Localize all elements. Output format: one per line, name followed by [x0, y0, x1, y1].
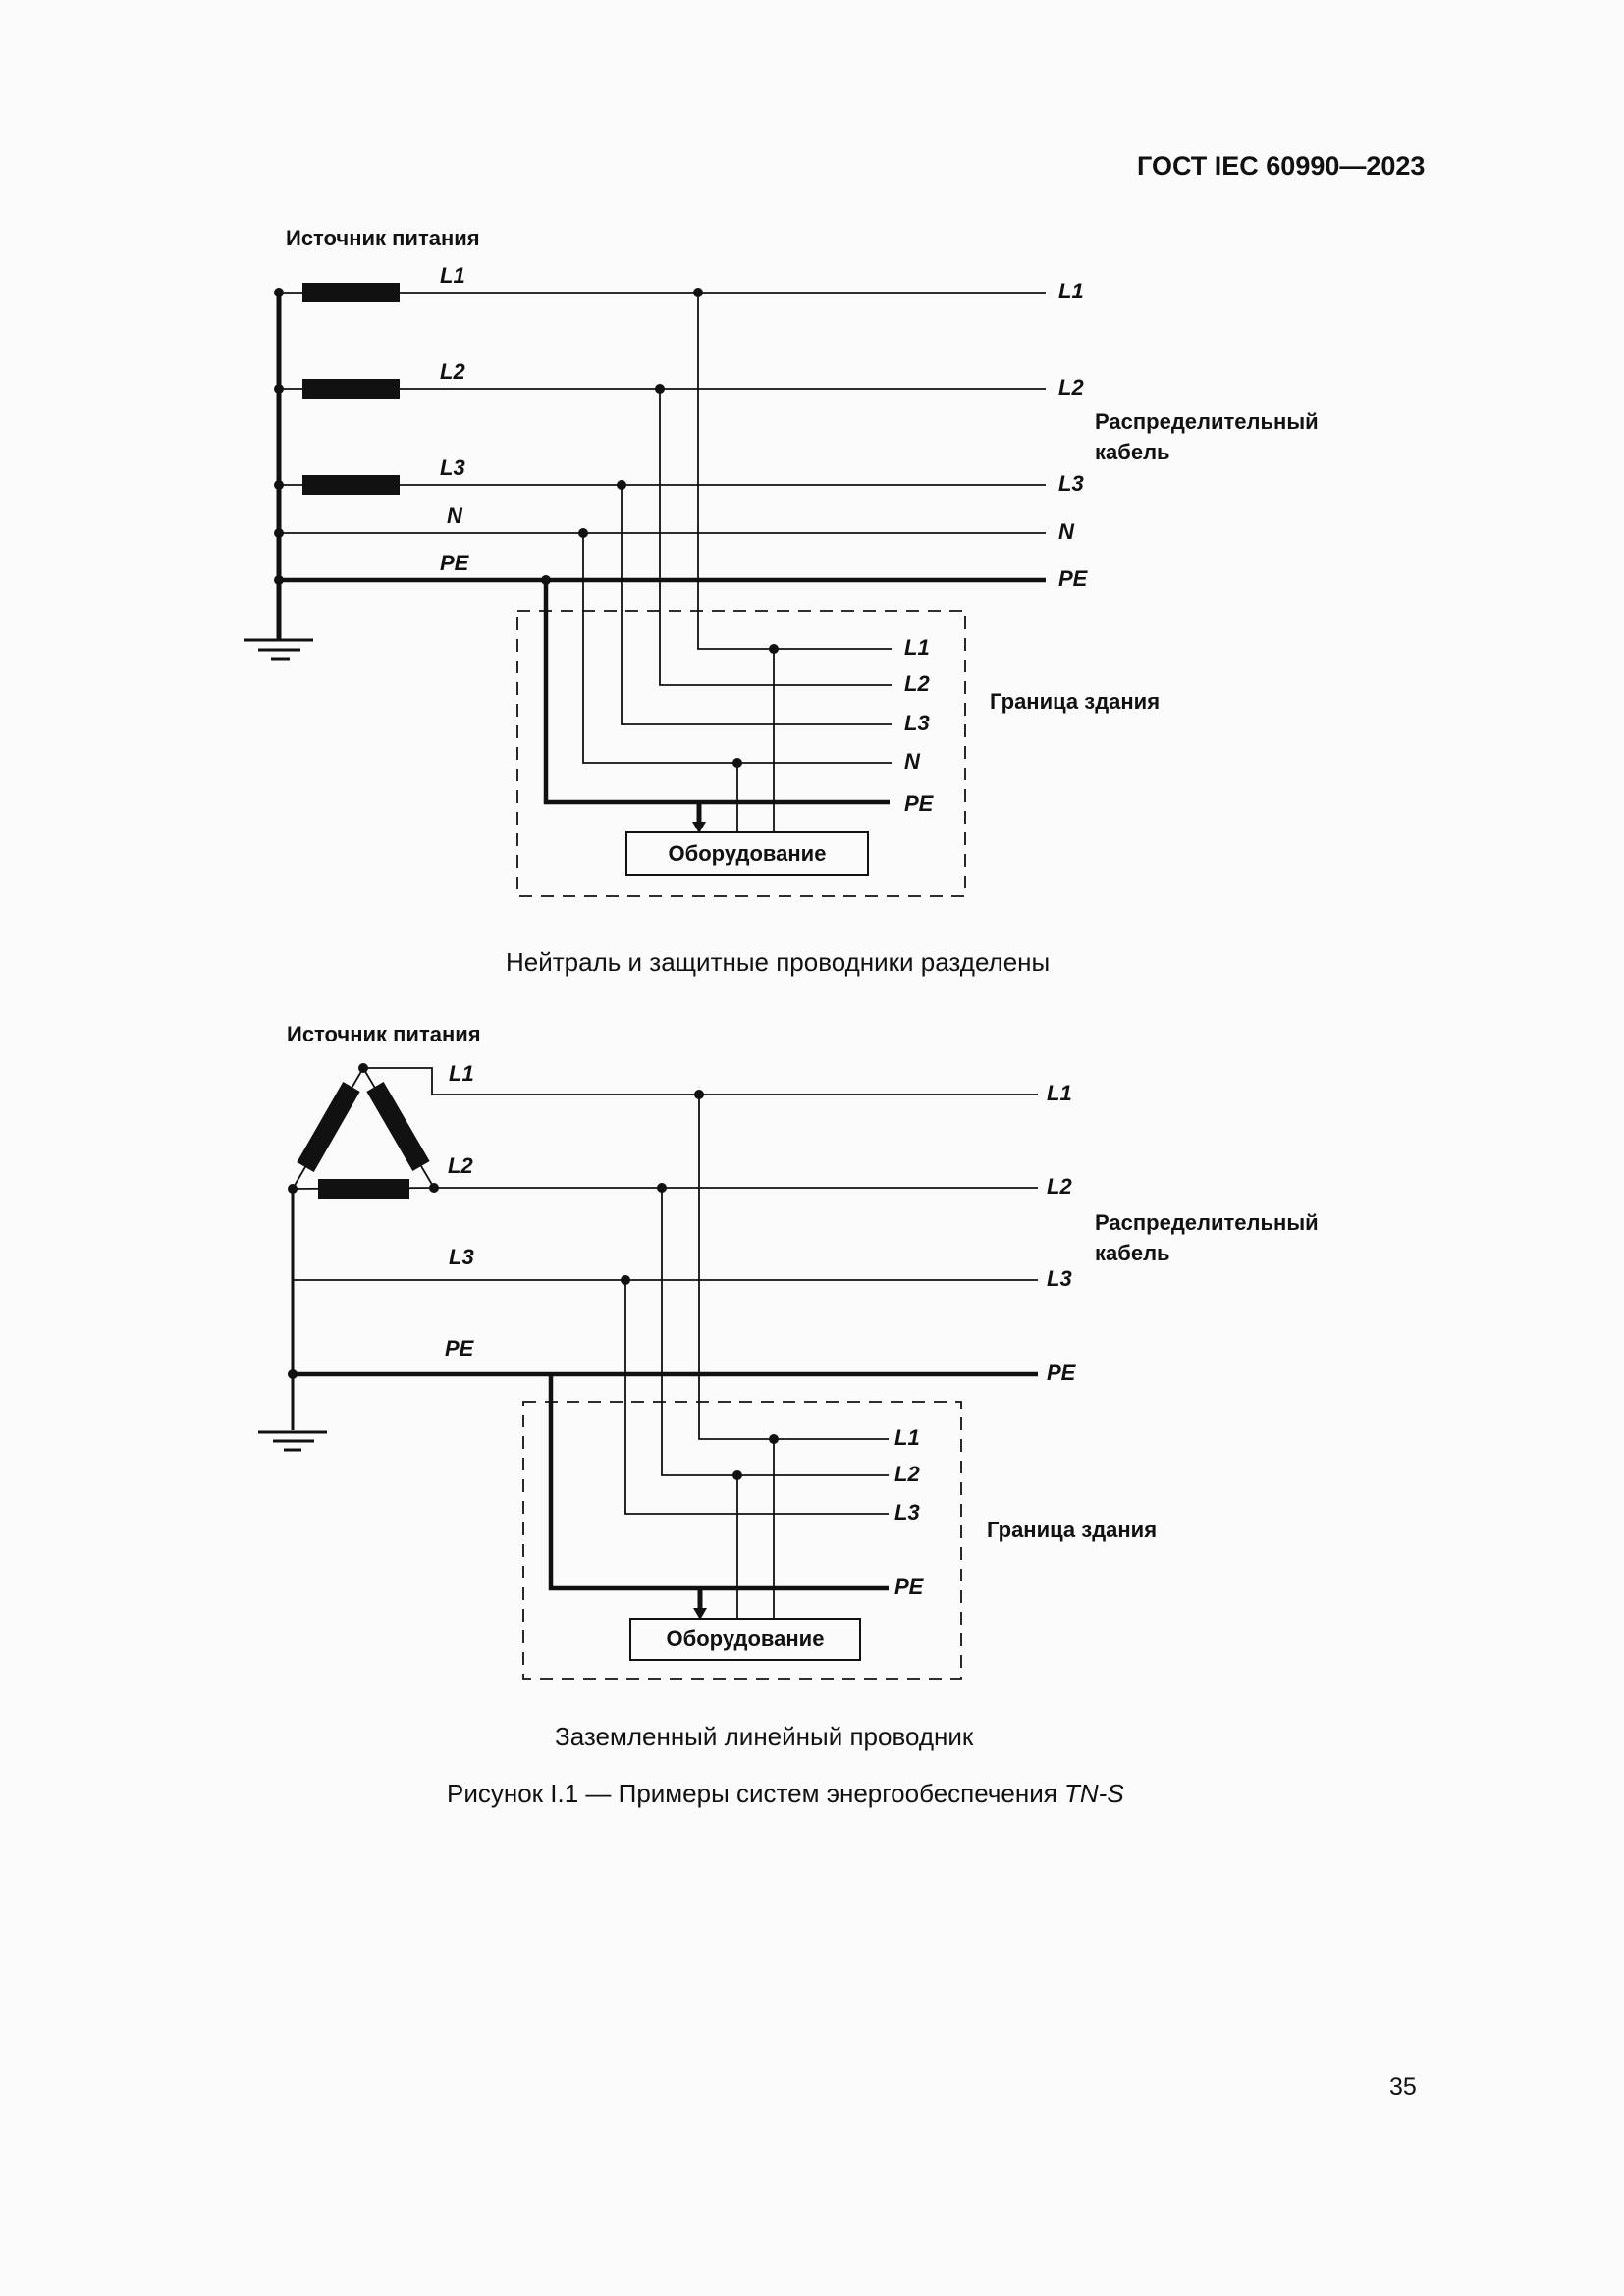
bottom-l3-building-label: L3	[894, 1500, 920, 1524]
standard-header: ГОСТ IEC 60990—2023	[1137, 151, 1426, 181]
bottom-l3-drop	[624, 1280, 889, 1515]
bottom-diagram-caption: Заземленный линейный проводник	[555, 1722, 974, 1751]
top-n-drop	[582, 533, 892, 764]
top-l1-source-label: L1	[440, 263, 465, 288]
bottom-equipment-connections	[693, 1439, 775, 1620]
top-l3-building-label: L3	[904, 711, 930, 735]
bottom-l2-cable-label: L2	[1047, 1174, 1072, 1199]
top-pe-cable-label: PE	[1058, 566, 1088, 591]
bottom-pe-building-label: PE	[894, 1575, 924, 1599]
bottom-equipment-label: Оборудование	[666, 1627, 825, 1651]
figure-caption: Рисунок I.1 — Примеры систем энергообесп…	[447, 1779, 1124, 1808]
top-n-building-label: N	[904, 749, 920, 774]
top-pe-arrowhead	[692, 822, 706, 833]
top-building-boundary-box	[516, 610, 966, 897]
top-l2-source-label: L2	[440, 359, 465, 384]
top-n-source-label: N	[447, 504, 462, 528]
bottom-pe-drop	[548, 1374, 889, 1591]
top-junction-dots	[274, 288, 779, 768]
top-n-cable-label: N	[1058, 519, 1074, 544]
bottom-l3-source-label: L3	[449, 1245, 474, 1269]
top-l3-winding	[302, 475, 400, 495]
top-equipment-box: Оборудование	[625, 831, 869, 876]
top-l3-drop	[621, 485, 892, 725]
bottom-l2-source-label: L2	[448, 1153, 473, 1178]
top-pe-drop	[543, 580, 890, 805]
bottom-source-label: Источник питания	[287, 1022, 481, 1046]
delta-winding-left	[297, 1082, 360, 1172]
top-source-label: Источник питания	[286, 226, 480, 250]
bottom-conductor-lines	[291, 1067, 1038, 1430]
top-distribution-cable-label: Распределительный кабель	[1095, 409, 1319, 464]
top-l1-drop	[697, 293, 892, 650]
page-number: 35	[1389, 2073, 1417, 2101]
figure-caption-text: Рисунок I.1 — Примеры систем энергообесп…	[447, 1779, 1065, 1808]
bottom-l1-line	[363, 1067, 1038, 1095]
top-l1-building-label: L1	[904, 635, 930, 660]
bottom-l1-source-label: L1	[449, 1061, 474, 1086]
bottom-l3-cable-label: L3	[1047, 1266, 1072, 1291]
bottom-equipment-box: Оборудование	[629, 1618, 861, 1661]
top-conductor-lines	[279, 292, 1046, 583]
top-diagram-caption: Нейтраль и защитные проводники разделены	[506, 947, 1051, 977]
top-equipment-connections	[692, 649, 775, 833]
top-service-drops	[543, 293, 892, 805]
bottom-pe-arrowhead	[693, 1608, 707, 1620]
top-l2-building-label: L2	[904, 671, 930, 696]
bottom-junction-dots	[288, 1063, 779, 1480]
top-ground-symbol	[244, 638, 313, 661]
bottom-l1-cable-label: L1	[1047, 1081, 1072, 1105]
bottom-delta-windings	[297, 1081, 430, 1199]
top-pe-building-label: PE	[904, 791, 934, 816]
top-transformer-windings	[302, 283, 400, 495]
bottom-l1-building-label: L1	[894, 1425, 920, 1450]
top-equipment-label: Оборудование	[668, 840, 827, 866]
top-l1-winding	[302, 283, 400, 302]
bottom-distribution-cable-label: Распределительный кабель	[1095, 1210, 1319, 1265]
bottom-pe-source-label: PE	[445, 1336, 474, 1361]
bottom-l1-drop	[698, 1095, 889, 1440]
top-l1-cable-label: L1	[1058, 279, 1084, 303]
figure-caption-system-name: TN-S	[1064, 1779, 1124, 1808]
top-l2-cable-label: L2	[1058, 375, 1084, 400]
top-l3-source-label: L3	[440, 455, 465, 480]
bottom-service-drops	[548, 1095, 889, 1591]
delta-winding-right	[366, 1081, 430, 1172]
top-building-boundary-label: Граница здания	[990, 689, 1161, 714]
bottom-l2-building-label: L2	[894, 1462, 920, 1486]
top-pe-source-label: PE	[440, 551, 469, 575]
top-l3-cable-label: L3	[1058, 471, 1084, 496]
bottom-building-boundary-box	[522, 1401, 962, 1680]
bottom-building-boundary-label: Граница здания	[987, 1518, 1158, 1542]
bottom-ground-symbol	[258, 1430, 327, 1452]
top-l2-drop	[659, 389, 892, 686]
bottom-pe-cable-label: PE	[1047, 1361, 1076, 1385]
bottom-l2-drop	[661, 1188, 889, 1476]
top-l2-winding	[302, 379, 400, 399]
